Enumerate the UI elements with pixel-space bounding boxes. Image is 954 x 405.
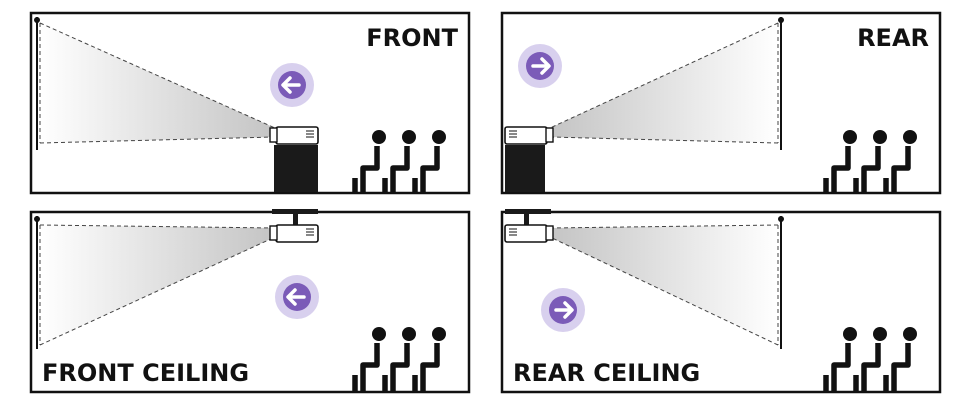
panel-frame — [29, 11, 471, 195]
projection-beam — [550, 225, 778, 345]
panel-rear-ceiling: REAR CEILING — [500, 209, 942, 394]
screen-icon — [778, 17, 784, 150]
arrow-left-icon — [270, 63, 314, 107]
screen-icon — [778, 216, 784, 349]
panel-front-ceiling: FRONT CEILING — [29, 209, 471, 394]
panel-label-rear: REAR — [857, 24, 929, 52]
projector-icon — [504, 126, 554, 145]
panel-frame — [29, 210, 471, 394]
arrow-right-icon — [518, 44, 562, 88]
panel-frame — [500, 210, 942, 394]
projection-beam — [550, 23, 778, 143]
panel-front: FRONT — [29, 11, 471, 195]
projector-icon — [269, 224, 319, 243]
panel-label-rear-ceiling: REAR CEILING — [513, 359, 700, 387]
panel-rear: REAR — [500, 11, 942, 195]
audience-icon — [352, 130, 446, 194]
projector-icon — [269, 126, 319, 145]
screen-icon — [34, 17, 40, 150]
panel-label-front: FRONT — [366, 24, 458, 52]
ceiling-mount — [272, 209, 318, 225]
panel-frame — [500, 11, 942, 195]
screen-icon — [34, 216, 40, 349]
panel-label-front-ceiling: FRONT CEILING — [42, 359, 249, 387]
projection-beam — [40, 23, 275, 143]
audience-icon — [352, 327, 446, 391]
projector-table — [505, 145, 545, 192]
projector-icon — [504, 224, 554, 243]
projection-beam — [40, 225, 275, 345]
ceiling-mount — [505, 209, 551, 225]
audience-icon — [823, 327, 917, 391]
projector-table — [274, 145, 318, 192]
audience-icon — [823, 130, 917, 194]
arrow-right-icon — [541, 288, 585, 332]
arrow-left-icon — [275, 275, 319, 319]
